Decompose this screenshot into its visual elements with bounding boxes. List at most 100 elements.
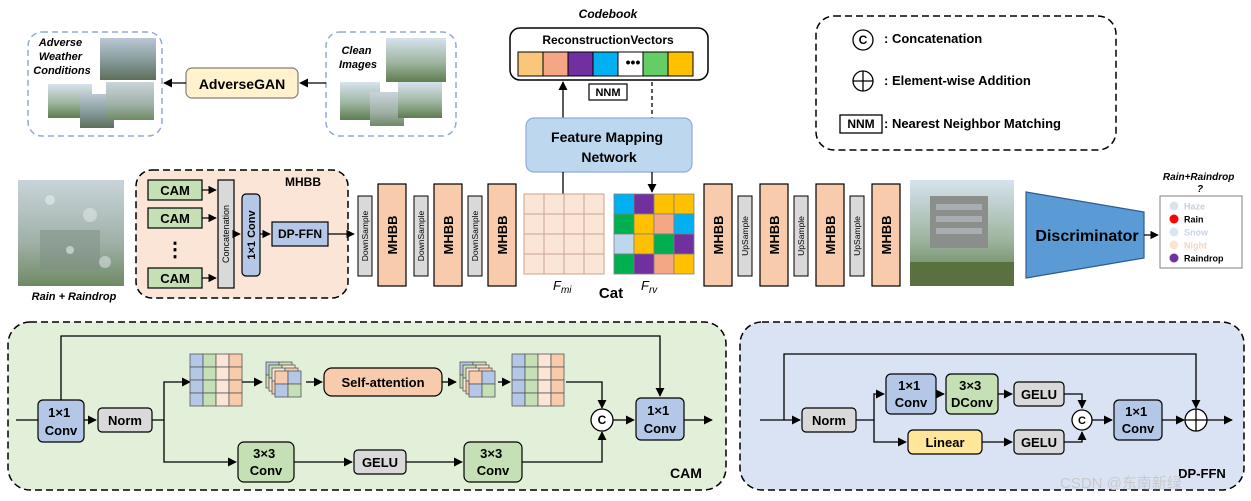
fmn-label: Feature Mapping Network	[551, 129, 667, 165]
token-cell	[189, 353, 204, 368]
window-cell	[468, 383, 483, 398]
codebook-title: Codebook	[579, 7, 639, 21]
window-cell	[287, 370, 302, 385]
token-cell	[228, 379, 243, 394]
token-cell	[511, 379, 526, 394]
mhbb-block-label: MHBB	[823, 216, 838, 255]
adverse-weather-group	[27, 31, 163, 137]
cam-token-grid-input	[189, 353, 243, 407]
token-cell	[524, 392, 539, 407]
mhbb-detail-title: MHBB	[285, 175, 321, 189]
token-cell	[202, 353, 217, 368]
conv1x1-block	[241, 193, 261, 277]
token-cell	[202, 392, 217, 407]
token-cell	[202, 379, 217, 394]
fmi-cell	[543, 213, 565, 235]
upsample-block	[849, 195, 865, 277]
fmi-cell	[583, 253, 605, 275]
mhbb-block	[433, 183, 463, 287]
codebook-vectors	[517, 51, 694, 77]
disc-class-dot	[1169, 253, 1179, 263]
cam-window-stack-2	[459, 361, 496, 398]
disc-class-label: Rain	[1184, 215, 1204, 225]
concat-legend-icon	[852, 29, 874, 51]
frv-cell	[653, 233, 675, 255]
adverse-weather-photos	[48, 38, 156, 128]
token-cell	[228, 366, 243, 381]
nnm-legend-box-label: NNM	[847, 117, 874, 131]
codebook-vector-cell	[667, 51, 694, 77]
upsample-block	[793, 195, 809, 277]
adversegan-label: AdverseGAN	[199, 76, 285, 92]
cam-input-conv1x1-label: 1×1 Conv	[45, 405, 78, 438]
disc-class-dot	[1169, 201, 1179, 211]
cam-panel-title: CAM	[670, 465, 702, 481]
frv-cell	[673, 193, 695, 215]
token-cell	[228, 353, 243, 368]
token-cell	[202, 366, 217, 381]
self-attention-label: Self-attention	[341, 375, 424, 390]
reconstruction-vectors-label: ReconstructionVectors	[542, 33, 674, 47]
cam-norm-label: Norm	[108, 413, 142, 428]
codebook-vector-cell	[542, 51, 569, 77]
cam-token-grid-output	[511, 353, 565, 407]
token-cell	[524, 366, 539, 381]
downsample-label: DownSample	[416, 210, 426, 261]
mhbb-block-label: MHBB	[385, 216, 400, 255]
fmi-cell	[563, 213, 585, 235]
feature-mapping-network	[525, 117, 693, 173]
mhbb-block	[487, 183, 517, 287]
fmi-cell	[563, 233, 585, 255]
mhbb-block-label: MHBB	[495, 216, 510, 255]
disc-output-title: Rain+Raindrop ?	[1163, 172, 1237, 195]
cat-label: Cat	[599, 285, 623, 302]
fmi-cell	[583, 213, 605, 235]
frv-feature-grid	[613, 193, 695, 275]
dpffn-block	[271, 221, 329, 247]
dpffn-linear-label: Linear	[925, 435, 964, 450]
frv-cell	[633, 193, 655, 215]
token-cell	[189, 392, 204, 407]
dpffn-conv1x1-label: 1×1 Conv	[895, 378, 928, 410]
mhbb-block	[759, 183, 789, 287]
mhbb-block-label: MHBB	[441, 216, 456, 255]
codebook-vector-cell	[567, 51, 594, 77]
add-legend-icon	[852, 70, 874, 92]
token-cell	[524, 379, 539, 394]
fmi-cell	[583, 233, 605, 255]
cam-output-conv1x1-label: 1×1 Conv	[644, 403, 677, 436]
mhbb-block	[703, 183, 733, 287]
cam-conv3x3-a-label: 3×3 Conv	[250, 446, 283, 478]
window-cell	[287, 383, 302, 398]
nnm-legend-box	[839, 114, 883, 134]
discriminator-block	[1025, 191, 1145, 279]
frv-cell	[613, 193, 635, 215]
mhbb-block-label: MHBB	[767, 216, 782, 255]
cam-concat-symbol: C	[598, 413, 607, 427]
frv-cell	[633, 213, 655, 235]
mhbb-block	[815, 183, 845, 287]
token-cell	[537, 366, 552, 381]
token-cell	[511, 353, 526, 368]
add-legend-label: : Element-wise Addition	[884, 73, 1031, 88]
clean-images-photos	[340, 38, 446, 126]
window-cell	[274, 370, 289, 385]
dpffn-dconv3x3-label: 3×3 DConv	[951, 378, 994, 410]
cam-block-1-label: CAM	[160, 183, 190, 198]
fmi-feature-grid	[523, 193, 605, 275]
clean-images-label: Clean Images	[339, 45, 377, 71]
window-cell	[274, 383, 289, 398]
token-cell	[524, 353, 539, 368]
input-caption: Rain + Raindrop	[32, 291, 117, 303]
dpffn-block-label: DP-FFN	[278, 227, 322, 241]
codebook-vector-cell	[642, 51, 669, 77]
fmi-cell	[523, 233, 545, 255]
fmi-cell	[523, 253, 545, 275]
downsample-block	[357, 195, 373, 277]
upsample-label: UpSample	[740, 216, 750, 256]
downsample-label: DownSample	[470, 210, 480, 261]
output-restored-image	[910, 180, 1014, 286]
discriminator-label: Discriminator	[1035, 228, 1138, 245]
